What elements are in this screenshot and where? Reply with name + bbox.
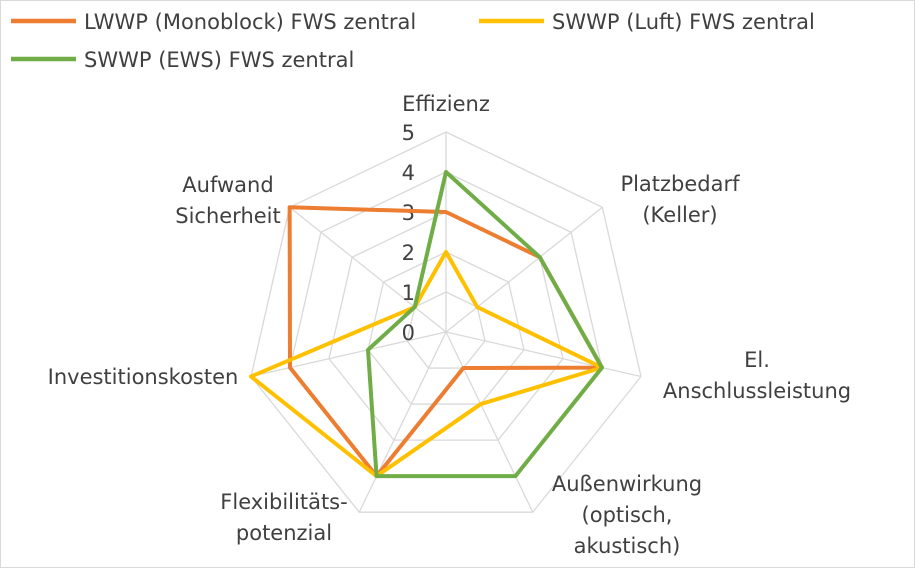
grid-ring-1 bbox=[406, 291, 486, 369]
radial-tick-label: 4 bbox=[402, 161, 415, 185]
category-label: Aufwand bbox=[182, 173, 273, 197]
radial-tick-label: 0 bbox=[402, 321, 415, 345]
radial-tick-label: 5 bbox=[402, 121, 415, 145]
grid-ring-2 bbox=[367, 251, 525, 405]
category-label: Platzbedarf bbox=[620, 172, 740, 196]
grid-spoke bbox=[250, 331, 447, 378]
category-label: (optisch, bbox=[582, 503, 673, 527]
category-label: Investitionskosten bbox=[48, 365, 239, 389]
grid-spoke bbox=[445, 331, 642, 378]
legend-label-1: LWWP (Monoblock) FWS zentral bbox=[84, 10, 416, 34]
radial-tick-label: 3 bbox=[402, 201, 415, 225]
radial-tick-label: 2 bbox=[402, 241, 415, 265]
grid-ring-3 bbox=[328, 211, 564, 441]
legend-label-3: SWWP (EWS) FWS zentral bbox=[84, 48, 354, 72]
grid-spoke bbox=[358, 331, 447, 513]
category-label: Außenwirkung bbox=[552, 472, 702, 496]
legend-label-2: SWWP (Luft) FWS zentral bbox=[552, 10, 815, 34]
grid-spoke bbox=[445, 331, 534, 513]
category-label: El. bbox=[744, 348, 770, 372]
grid-spoke bbox=[289, 206, 447, 333]
grid-spoke bbox=[445, 206, 603, 333]
radial-tick-label: 1 bbox=[402, 281, 415, 305]
category-label: Flexibilitäts- bbox=[220, 490, 347, 514]
series-line-3 bbox=[366, 170, 604, 479]
grid-ring-5 bbox=[250, 131, 642, 513]
category-label: (Keller) bbox=[642, 203, 717, 227]
category-label: Effizienz bbox=[402, 92, 490, 116]
category-label: Sicherheit bbox=[175, 204, 281, 228]
category-label: Anschlussleistung bbox=[663, 379, 851, 403]
series-line-2 bbox=[249, 250, 604, 479]
category-label: potenzial bbox=[236, 521, 332, 545]
category-label: akustisch) bbox=[574, 534, 681, 558]
